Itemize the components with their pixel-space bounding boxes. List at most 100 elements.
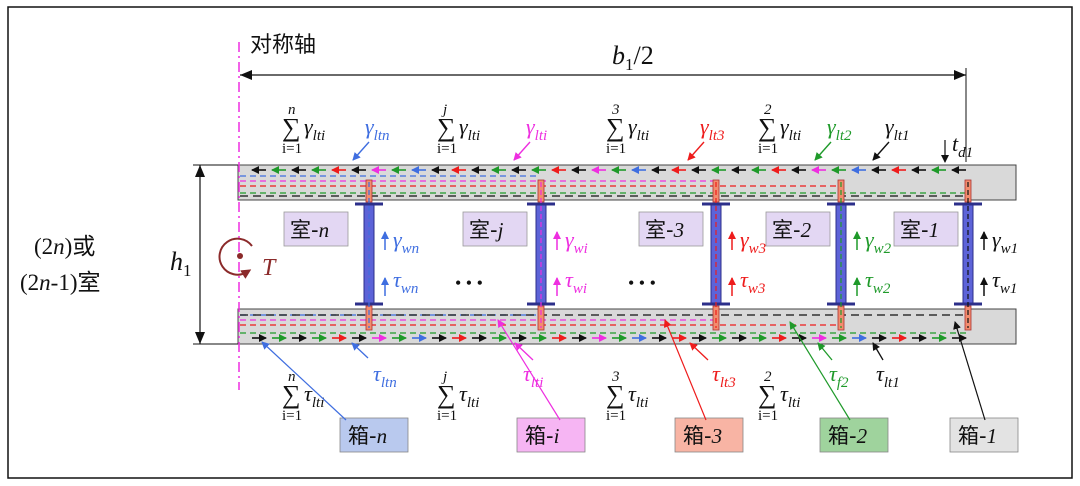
sum-subscript: lti	[468, 128, 481, 144]
sum-sigma: ∑	[758, 113, 777, 142]
bottom-shear-flow-label-subscript: f2	[837, 375, 849, 391]
web-gamma-label: γwn	[393, 227, 419, 257]
box-leader-line	[497, 319, 561, 421]
web-tau-subscript: wi	[573, 281, 587, 297]
sum-body: τlti	[304, 381, 324, 411]
sum-sigma: ∑	[606, 380, 625, 409]
h1-arrow-top	[195, 165, 205, 177]
sum-body: γlti	[780, 114, 801, 144]
top-shear-flow-pointer	[814, 141, 832, 161]
box-label: 箱-n	[348, 424, 387, 448]
sum-upper: j	[441, 369, 447, 385]
top-shear-flow-label: γlt1	[885, 114, 910, 144]
torque-center	[237, 253, 243, 259]
web-gamma-symbol: γ	[992, 227, 1002, 252]
sum-body: γlti	[459, 114, 480, 144]
cell-label-index: 3	[673, 218, 685, 242]
web-gamma-symbol: γ	[393, 227, 403, 252]
web-gamma-symbol: γ	[865, 227, 875, 252]
top-shear-flow-label: td1	[952, 131, 973, 161]
box-label-frame	[516, 417, 586, 453]
sum-subscript: lti	[637, 128, 650, 144]
web-tau-label: τw2	[865, 267, 891, 297]
torque-label: T	[262, 255, 277, 281]
top-shear-flow-pointer	[872, 141, 890, 161]
sum-symbol: γ	[304, 114, 314, 139]
sum-lower: i=1	[437, 408, 457, 424]
sum-lower: i=1	[606, 408, 626, 424]
sum-upper: 2	[764, 102, 772, 118]
box-label-prefix: 箱-	[958, 424, 987, 448]
bottom-shear-flow-pointer	[514, 342, 534, 361]
h1-label: h1	[170, 247, 192, 280]
cell-label: 室-3	[645, 218, 684, 242]
box-label-frame	[339, 417, 409, 453]
web-gamma-label: γw3	[740, 227, 766, 257]
web-tau-symbol: τ	[865, 267, 874, 292]
outer-frame	[7, 6, 1073, 479]
web-tau-subscript: w3	[748, 281, 766, 297]
sum-symbol: τ	[628, 381, 637, 406]
web-gamma-symbol: γ	[740, 227, 750, 252]
web-tau-label: τw3	[740, 267, 765, 297]
sum-lower: i=1	[437, 141, 457, 157]
sum-subscript: lti	[788, 395, 801, 411]
box-label: 箱-3	[683, 424, 722, 448]
cell-label-box	[462, 211, 528, 247]
box-label-prefix: 箱-	[828, 424, 857, 448]
ellipsis: • • •	[455, 273, 483, 293]
top-shear-flow-label: γlt2	[827, 114, 852, 144]
web-gamma-label: γw1	[992, 227, 1018, 257]
top-shear-flow-label-symbol: γ	[885, 114, 895, 139]
sum-lower: i=1	[758, 408, 778, 424]
sum-upper: 2	[764, 369, 772, 385]
web-gamma-label: γwi	[565, 227, 588, 257]
bottom-shear-flow-pointer	[872, 342, 884, 361]
cell-label-prefix: 室-	[900, 218, 929, 242]
sum-lower: i=1	[606, 141, 626, 157]
top-shear-flow-label-subscript: ltn	[374, 128, 390, 144]
sum-lower: i=1	[758, 141, 778, 157]
bottom-shear-flow-pointer	[689, 342, 709, 361]
top-shear-flow-pointer	[513, 141, 531, 161]
sum-body: γlti	[628, 114, 649, 144]
cell-label-index: j	[495, 218, 504, 242]
sum-sigma: ∑	[758, 380, 777, 409]
web-tau-symbol: τ	[740, 267, 749, 292]
box-label-prefix: 箱-	[348, 424, 377, 448]
top-shear-flow-label-subscript: lt1	[894, 128, 910, 144]
bottom-shear-flow-label-symbol: τ	[876, 361, 885, 386]
box-label-index: 3	[711, 424, 723, 448]
box-label-index: n	[377, 424, 388, 448]
sum-upper: n	[288, 369, 296, 385]
top-shear-flow-label-symbol: γ	[827, 114, 837, 139]
b1-arrow-left	[240, 70, 252, 80]
web-gamma-symbol: γ	[565, 227, 575, 252]
cell-label-prefix: 室-	[645, 218, 674, 242]
cell-label-prefix: 室-	[469, 218, 498, 242]
cell-label-box	[893, 211, 959, 247]
sum-sigma: ∑	[606, 113, 625, 142]
cell-label-index: 1	[929, 218, 940, 242]
web-gamma-subscript: wi	[574, 241, 588, 257]
sum-symbol: γ	[780, 114, 790, 139]
cells-count-line2: (2n-1)室	[20, 270, 101, 295]
box-label-index: 1	[987, 424, 998, 448]
cell-label: 室-1	[900, 218, 939, 242]
bottom-shear-flow-pointer	[351, 342, 369, 359]
cell-label-prefix: 室-	[290, 218, 319, 242]
b1-arrow-right	[954, 70, 966, 80]
sum-symbol: τ	[304, 381, 313, 406]
top-shear-flow-label: γlti	[526, 114, 547, 144]
flow-lines	[240, 166, 967, 342]
box-leader-line	[953, 321, 986, 421]
sum-body: τlti	[780, 381, 800, 411]
bottom-shear-flow-label-symbol: τ	[829, 361, 838, 386]
